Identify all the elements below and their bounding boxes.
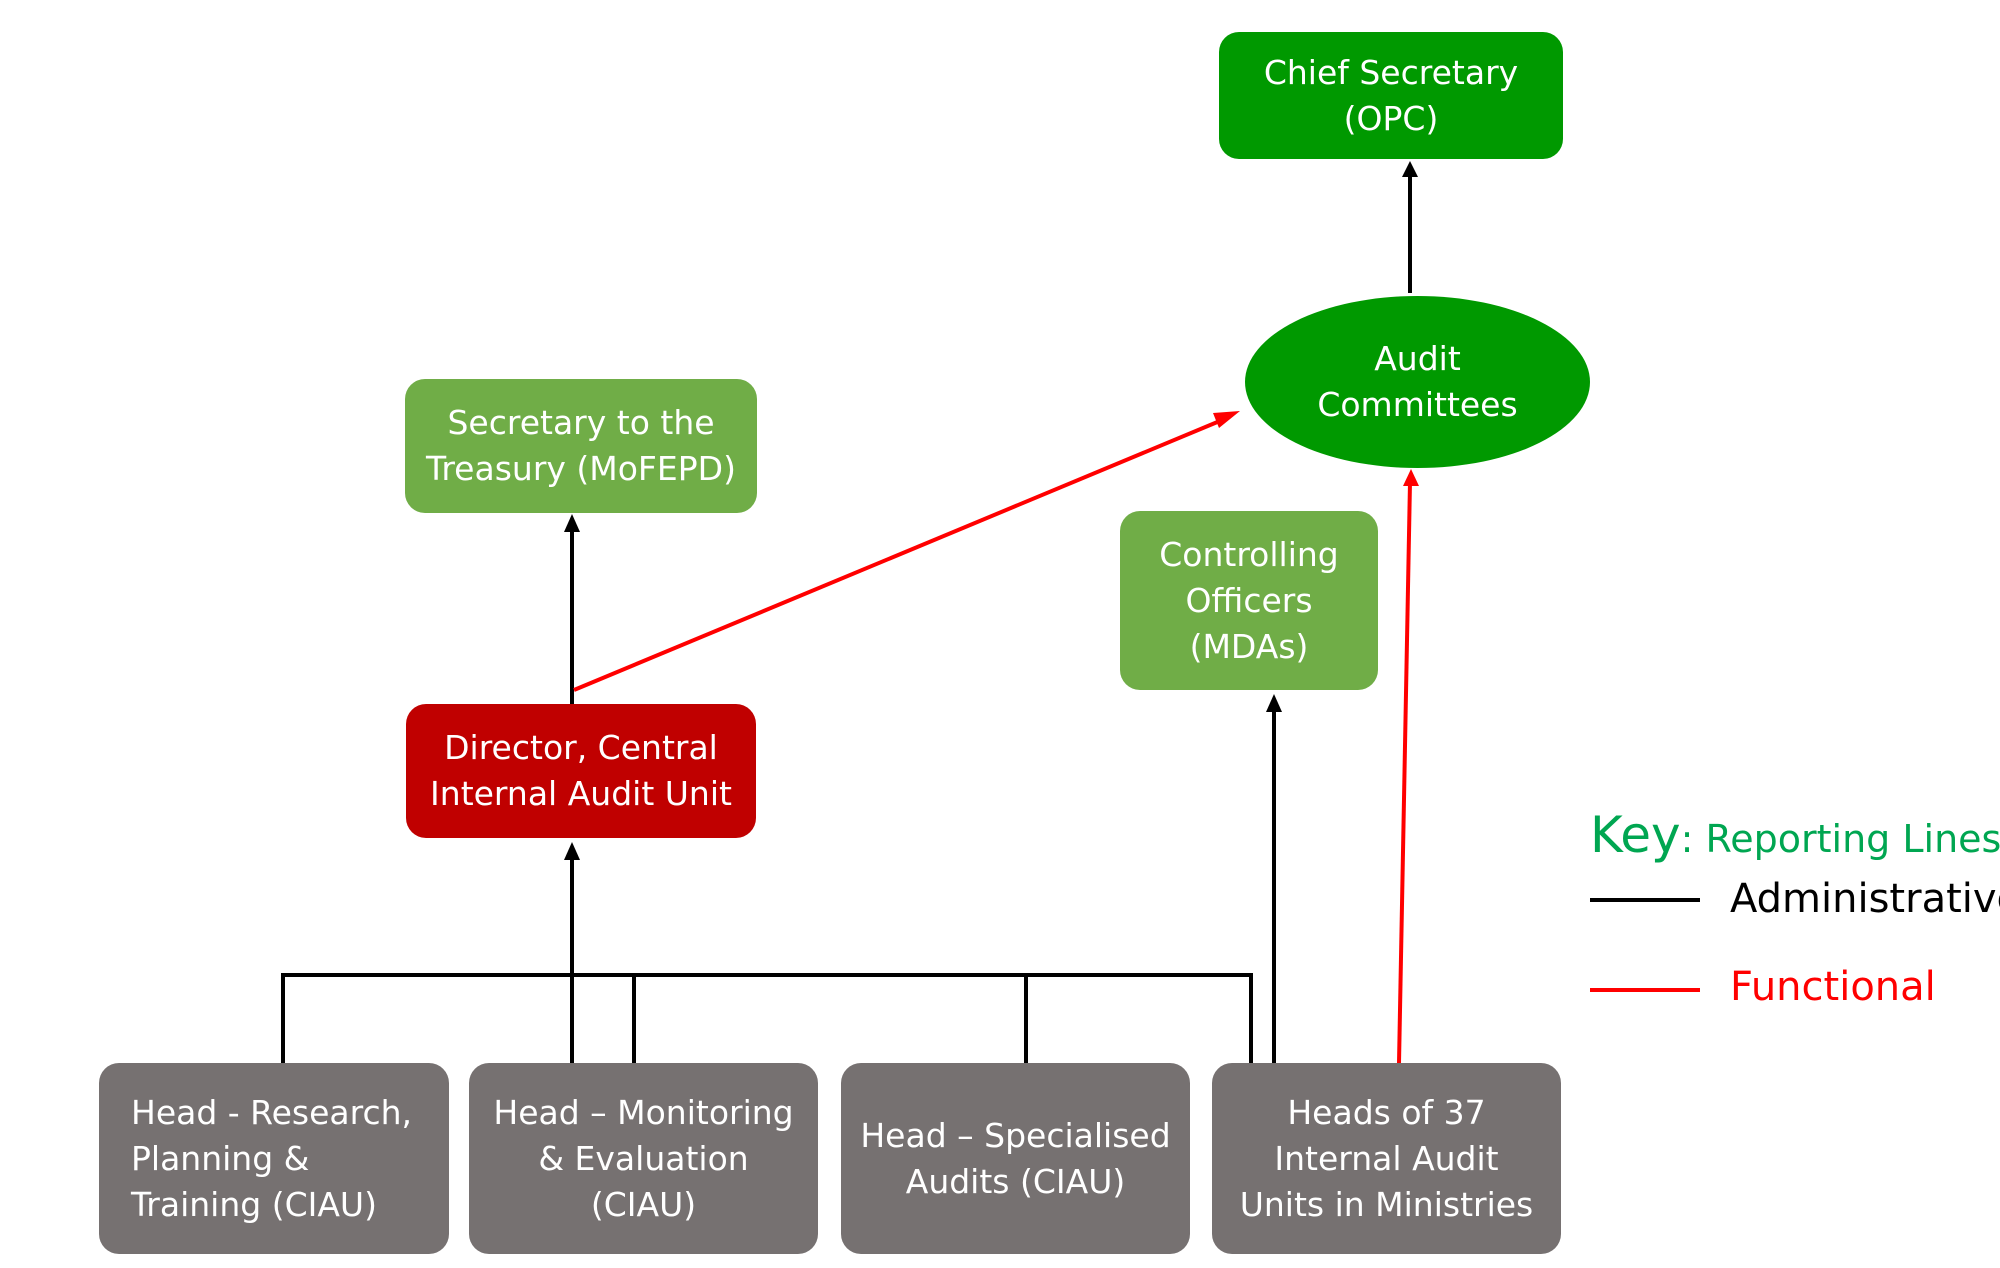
controlling-officers-box: Controlling Officers (MDAs) [1120, 511, 1378, 690]
heads-ministries-box: Heads of 37 Internal Audit Units in Mini… [1212, 1063, 1561, 1254]
functional-lines [573, 416, 1412, 1064]
director-ciau-box: Director, Central Internal Audit Unit [406, 704, 756, 838]
legend-title: Key: Reporting Lines [1590, 806, 2000, 864]
functional-line-director-to-committees [573, 416, 1228, 692]
head-specialised-box: Head – Specialised Audits (CIAU) [841, 1063, 1190, 1254]
audit-committees-ellipse: Audit Committees [1245, 296, 1590, 468]
arrowhead-treasury [564, 514, 580, 532]
legend-key-rest: : Reporting Lines [1680, 817, 2000, 861]
arrowhead-chief-secretary [1402, 161, 1418, 177]
secretary-treasury-box: Secretary to the Treasury (MoFEPD) [405, 379, 757, 513]
legend-functional-label: Functional [1730, 964, 1936, 1010]
arrowhead-director [564, 842, 580, 860]
head-research-box: Head - Research, Planning & Training (CI… [99, 1063, 449, 1254]
arrowhead-controlling-officers [1266, 694, 1282, 712]
legend-key-word: Key [1590, 806, 1681, 864]
legend-administrative-line [1590, 898, 1700, 902]
functional-line-ministries-to-committees [1397, 481, 1412, 1064]
arrowhead-committees-from-director [1213, 411, 1240, 428]
functional-arrowheads [1213, 411, 1419, 486]
legend-administrative-label: Administrative [1730, 876, 2000, 922]
head-monitoring-box: Head – Monitoring & Evaluation (CIAU) [469, 1063, 818, 1254]
legend-functional-line [1590, 988, 1700, 992]
administrative-arrowheads [564, 161, 1418, 860]
administrative-lines [281, 175, 1412, 1063]
arrowhead-committees-from-ministries [1403, 469, 1419, 486]
chief-secretary-box: Chief Secretary (OPC) [1219, 32, 1563, 159]
